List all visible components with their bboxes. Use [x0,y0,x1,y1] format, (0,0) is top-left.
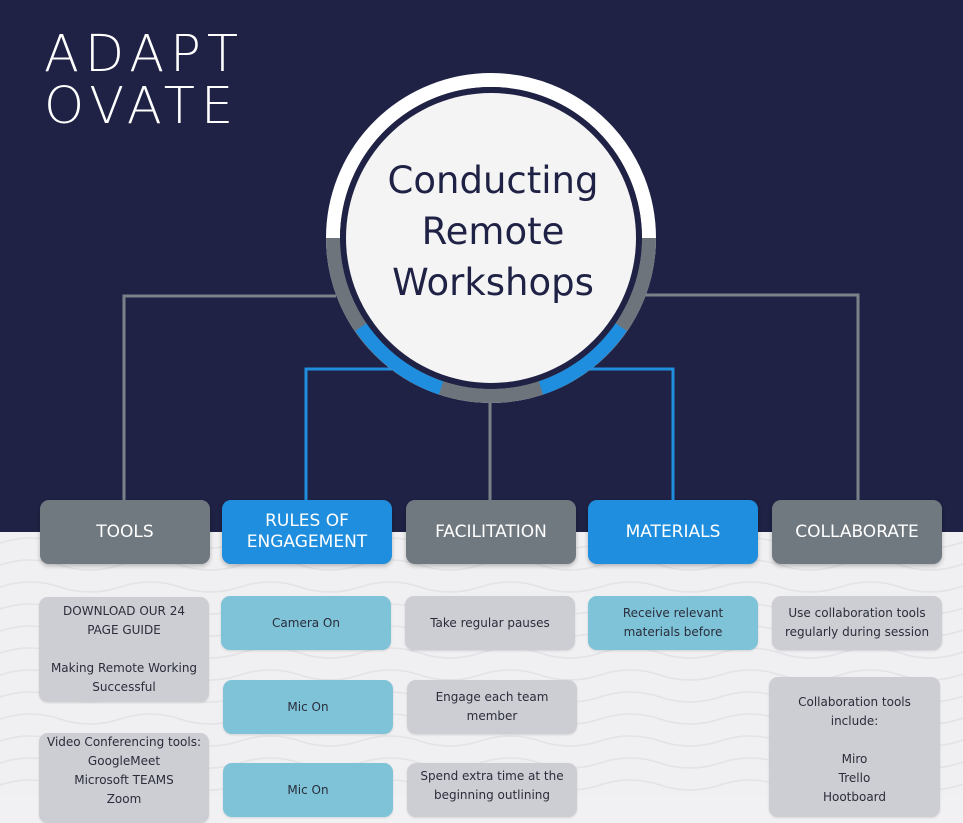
card-video-conferencing: Video Conferencing tools: GoogleMeet Mic… [39,733,209,823]
category-label: ENGAGEMENT [246,532,368,552]
category-rules-of-engagement: RULES OF ENGAGEMENT [222,500,392,564]
card-text: Take regular pauses [430,615,550,630]
card-text: Zoom [106,792,142,806]
card-text: Trello [838,771,871,785]
category-label: TOOLS [96,521,154,542]
card-text [777,731,932,750]
ring-accent-left [355,322,444,395]
card-text: Engage each team member [435,690,549,723]
category-label: COLLABORATE [795,521,919,542]
card-text: Miro [841,752,868,766]
title-line: Conducting [387,159,599,202]
outer-ring-bottom [326,237,656,403]
card-text: Microsoft TEAMS [74,773,174,787]
category-tools: TOOLS [40,500,210,564]
card-text: GoogleMeet [87,754,161,768]
title-circle [326,73,656,403]
category-label: MATERIALS [625,521,721,542]
card-download-guide: DOWNLOAD OUR 24 PAGE GUIDE Making Remote… [39,597,209,702]
card-text: Making Remote Working Successful [50,661,198,694]
card-facilitation: Engage each team member [407,680,577,734]
category-label: RULES OF [265,511,349,531]
mind-map-graphic [122,73,860,500]
card-collaboration-usage: Use collaboration tools regularly during… [772,596,942,650]
connector-lines [122,293,860,500]
category-collaborate: COLLABORATE [772,500,942,564]
category-label: FACILITATION [435,521,547,542]
card-collaboration-tools: Collaboration tools include: Miro Trello… [769,677,940,817]
card-text: Receive relevant materials before [622,606,724,639]
logo-line-1: ADAPT [44,25,245,84]
card-facilitation: Spend extra time at the beginning outlin… [407,763,577,817]
ring-accent-right [538,322,627,395]
title-line: Workshops [392,261,594,304]
logo: ADAPT OVATE [44,25,245,136]
card-rule: Camera On [221,596,391,650]
card-materials: Receive relevant materials before [588,596,758,650]
connector-materials [588,367,675,500]
connector-collaborate [645,293,860,500]
card-text: DOWNLOAD OUR 24 PAGE GUIDE [63,604,185,637]
card-text: Hootboard [822,790,887,804]
card-text: Mic On [287,782,329,797]
title-disc [346,93,636,383]
category-facilitation: FACILITATION [406,500,576,564]
card-text [47,640,201,659]
logo-line-2: OVATE [44,77,240,136]
connector-tools [122,294,336,500]
card-text: Camera On [272,615,340,630]
diagram-title: Conducting Remote Workshops [330,155,656,308]
card-facilitation: Take regular pauses [405,596,575,650]
category-materials: MATERIALS [588,500,758,564]
card-text: Mic On [287,699,329,714]
card-text: Video Conferencing tools: [47,735,202,749]
connector-rules [304,367,392,500]
card-rule: Mic On [223,680,393,734]
card-text: Spend extra time at the beginning outlin… [420,769,564,802]
card-text: Collaboration tools include: [798,695,911,728]
card-rule: Mic On [223,763,393,817]
card-text: Use collaboration tools regularly during… [784,606,930,639]
title-line: Remote [421,210,565,253]
